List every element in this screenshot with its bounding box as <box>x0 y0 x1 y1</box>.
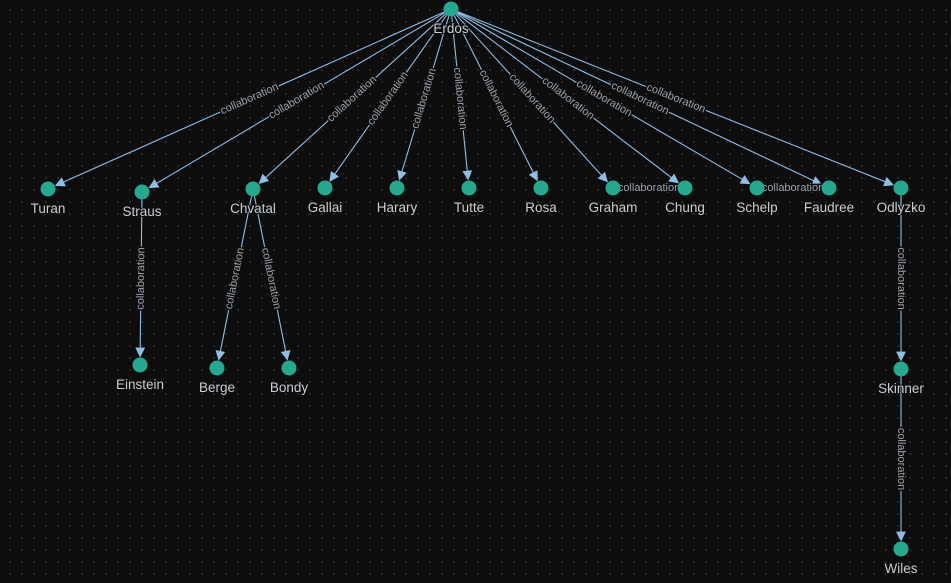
edge-label-odlyzko-skinner: collaboration <box>895 247 907 309</box>
edge-erdos-schelp[interactable] <box>457 12 751 185</box>
edge-erdos-gallai[interactable] <box>329 14 448 182</box>
node-circle-rosa[interactable] <box>533 180 549 196</box>
node-label-erdos: Erdos <box>433 21 469 36</box>
edge-erdos-rosa[interactable] <box>453 15 538 182</box>
node-circle-chung[interactable] <box>677 180 693 196</box>
node-label-chung: Chung <box>665 200 705 215</box>
edge-erdos-chvatal[interactable] <box>258 13 446 184</box>
edge-label-schelp-faudree: collaboration <box>762 182 824 194</box>
node-faudree[interactable]: Faudree <box>803 180 855 216</box>
node-circle-graham[interactable] <box>605 180 621 196</box>
node-odlyzko[interactable]: Odlyzko <box>876 180 926 216</box>
node-label-straus: Straus <box>122 204 161 219</box>
node-label-chvatal: Chvatal <box>230 201 276 216</box>
edge-erdos-odlyzko[interactable] <box>457 11 895 187</box>
edge-label-chvatal-berge: collaboration <box>223 247 247 311</box>
node-circle-turan[interactable] <box>40 181 56 197</box>
node-label-harary: Harary <box>377 200 418 215</box>
node-label-tutte: Tutte <box>454 200 484 215</box>
edge-erdos-turan[interactable] <box>54 11 445 187</box>
edge-chvatal-bondy[interactable] <box>253 196 291 361</box>
node-label-wiles: Wiles <box>885 561 918 576</box>
node-skinner[interactable]: Skinner <box>877 361 925 397</box>
node-circle-harary[interactable] <box>389 180 405 196</box>
node-label-schelp: Schelp <box>736 200 777 215</box>
node-straus[interactable]: Straus <box>121 184 163 220</box>
node-schelp[interactable]: Schelp <box>735 180 779 216</box>
node-circle-skinner[interactable] <box>893 361 909 377</box>
node-label-gallai: Gallai <box>308 200 343 215</box>
edge-label-chvatal-bondy: collaboration <box>259 247 283 311</box>
node-tutte[interactable]: Tutte <box>453 180 485 216</box>
node-einstein[interactable]: Einstein <box>115 357 165 393</box>
node-berge[interactable]: Berge <box>198 360 236 396</box>
node-label-berge: Berge <box>199 380 235 395</box>
node-label-skinner: Skinner <box>878 381 924 396</box>
node-erdos[interactable]: Erdos <box>432 1 470 37</box>
edge-erdos-chung[interactable] <box>456 13 680 184</box>
node-label-einstein: Einstein <box>116 377 164 392</box>
node-bondy[interactable]: Bondy <box>269 360 309 396</box>
node-wiles[interactable]: Wiles <box>884 541 919 577</box>
node-label-rosa: Rosa <box>525 200 557 215</box>
edge-label-erdos-tutte: collaboration <box>451 67 469 130</box>
node-circle-gallai[interactable] <box>317 180 333 196</box>
node-label-graham: Graham <box>589 200 638 215</box>
edge-label-skinner-wiles: collaboration <box>895 428 907 490</box>
node-label-bondy: Bondy <box>270 380 309 395</box>
node-circle-einstein[interactable] <box>132 357 148 373</box>
node-circle-bondy[interactable] <box>281 360 297 376</box>
node-circle-straus[interactable] <box>134 184 150 200</box>
edge-erdos-faudree[interactable] <box>457 11 823 186</box>
edge-erdos-graham[interactable] <box>455 14 608 183</box>
edge-erdos-straus[interactable] <box>148 12 445 189</box>
node-turan[interactable]: Turan <box>30 181 66 217</box>
edges-layer <box>54 11 906 542</box>
edge-erdos-harary[interactable] <box>397 16 450 181</box>
node-harary[interactable]: Harary <box>376 180 418 216</box>
node-chung[interactable]: Chung <box>664 180 706 216</box>
node-label-faudree: Faudree <box>804 200 854 215</box>
node-circle-erdos[interactable] <box>443 1 459 17</box>
node-label-turan: Turan <box>31 201 66 216</box>
node-circle-faudree[interactable] <box>821 180 837 196</box>
node-circle-schelp[interactable] <box>749 180 765 196</box>
edge-labels-layer: collaboration collaboration collaboration c… <box>133 65 908 491</box>
edge-erdos-tutte[interactable] <box>451 16 473 181</box>
node-circle-wiles[interactable] <box>893 541 909 557</box>
node-gallai[interactable]: Gallai <box>307 180 343 216</box>
node-chvatal[interactable]: Chvatal <box>229 181 277 217</box>
node-circle-chvatal[interactable] <box>245 181 261 197</box>
edge-chvatal-berge[interactable] <box>215 196 253 361</box>
node-graham[interactable]: Graham <box>588 180 638 216</box>
node-circle-tutte[interactable] <box>461 180 477 196</box>
node-circle-odlyzko[interactable] <box>893 180 909 196</box>
node-circle-berge[interactable] <box>209 360 225 376</box>
edge-label-straus-einstein: collaboration <box>135 247 148 310</box>
edge-straus-einstein[interactable] <box>135 199 146 358</box>
node-rosa[interactable]: Rosa <box>524 180 558 216</box>
edge-label-erdos-harary: collaboration <box>409 67 439 130</box>
node-label-odlyzko: Odlyzko <box>877 200 926 215</box>
edge-label-graham-chung: collaboration <box>618 182 680 194</box>
